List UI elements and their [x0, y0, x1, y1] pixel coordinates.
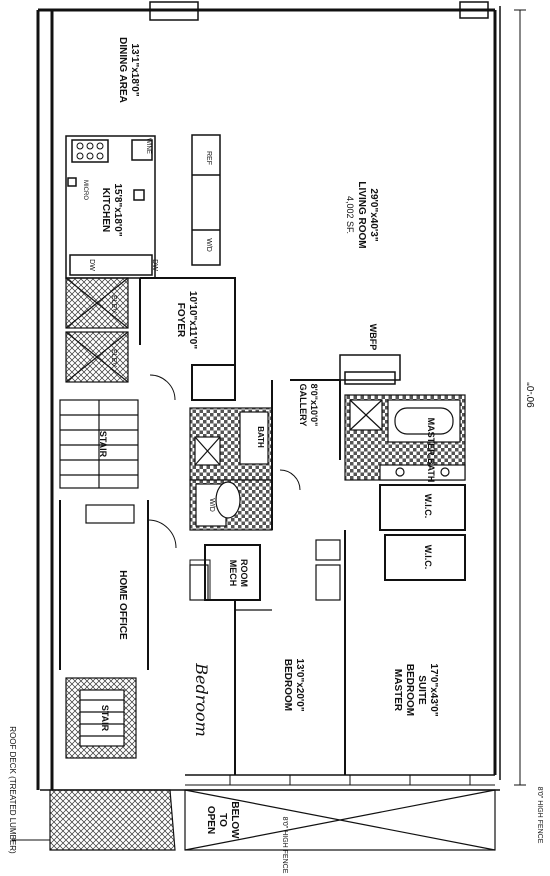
- mech-room-label-1: MECH: [228, 560, 238, 587]
- bath-core: [189, 407, 273, 531]
- kitchen-stove-burners: [76, 142, 104, 160]
- wd-kitchen-label: W/D: [205, 238, 212, 252]
- open-to-below-3: BELOW: [229, 801, 240, 839]
- bedroom-dims: 13'0"x20'0": [294, 658, 305, 711]
- open-to-below-area: [184, 789, 496, 851]
- bedroom-closets: [189, 539, 341, 611]
- wd-bath-label: W/D: [208, 498, 215, 512]
- total-area-label: 4,002 SF.: [345, 196, 355, 234]
- kitchen-label: KITCHEN: [100, 188, 111, 232]
- overall-dimension: 90'-0": [526, 382, 537, 408]
- home-office-label: HOME OFFICE: [117, 570, 128, 640]
- living-room-label: LIVING ROOM: [356, 181, 367, 248]
- living-room-dims: 29'0"x40'3": [368, 188, 379, 241]
- overall-dimension-line: [514, 9, 526, 786]
- roof-deck-label: ROOF DECK (TREATED LUMBER): [8, 726, 17, 854]
- open-to-below-2: TO: [217, 813, 228, 827]
- gallery-dims: 8'0"x10'0": [309, 384, 319, 427]
- elev-2-label: ELEV: [110, 349, 117, 367]
- dw-2-label: DW: [151, 259, 158, 271]
- fence-right-label: 8'0" HIGH FENCE: [536, 787, 543, 844]
- stair-2-label: STAIR: [100, 705, 110, 732]
- home-office-walls: [59, 500, 177, 670]
- dw-1-label: DW: [88, 259, 95, 271]
- foyer-label: FOYER: [175, 303, 186, 338]
- gallery-label: GALLERY: [298, 384, 308, 427]
- dining-area-dims: 13'1"x18'0": [129, 43, 140, 96]
- master-suite-label-3: SUITE: [416, 675, 427, 705]
- fence-left-label: 8'0" HIGH FENCE: [281, 817, 288, 874]
- master-suite-label-1: MASTER: [392, 669, 403, 712]
- terrace-edge: [185, 774, 495, 786]
- elev-1-label: ELEV: [110, 295, 117, 313]
- stair-1-label: STAIR: [98, 431, 108, 458]
- stair-2: [65, 677, 137, 759]
- foyer-walls: [139, 277, 236, 401]
- mech-room-label-2: ROOM: [239, 559, 249, 587]
- open-to-below-1: OPEN: [205, 806, 216, 834]
- wine-label: WINE: [145, 138, 151, 154]
- stair-1: [59, 399, 139, 489]
- micro-label: MICRO: [82, 180, 88, 200]
- wic-2-label: W.I.C.: [423, 545, 433, 570]
- kitchen-dims: 15'8"x18'0": [112, 183, 123, 236]
- elevator-shafts: [65, 277, 129, 383]
- dining-area-label: DINING AREA: [117, 37, 128, 103]
- master-suite-label-2: BEDROOM: [404, 664, 415, 716]
- master-bath: [344, 394, 466, 481]
- foyer-dims: 10'10"x11'0": [187, 291, 198, 349]
- wbfp-label: WBFP: [368, 324, 378, 351]
- walk-in-closets: [379, 484, 466, 581]
- kitchen-pantry-column: [191, 134, 221, 266]
- bedroom-label: BEDROOM: [282, 659, 293, 711]
- handwritten-bedroom-label: Bedroom: [192, 662, 211, 737]
- master-suite-dims: 17'0"x43'0": [428, 663, 439, 716]
- roof-deck-area: [49, 789, 176, 851]
- ref-label: REF: [205, 151, 212, 165]
- master-bath-label: MASTER BATH: [426, 418, 436, 483]
- bath-label: BATH: [256, 426, 265, 448]
- gallery-walls: [234, 379, 346, 775]
- wic-1-label: W.I.C.: [423, 494, 433, 519]
- fireplace: [339, 354, 401, 385]
